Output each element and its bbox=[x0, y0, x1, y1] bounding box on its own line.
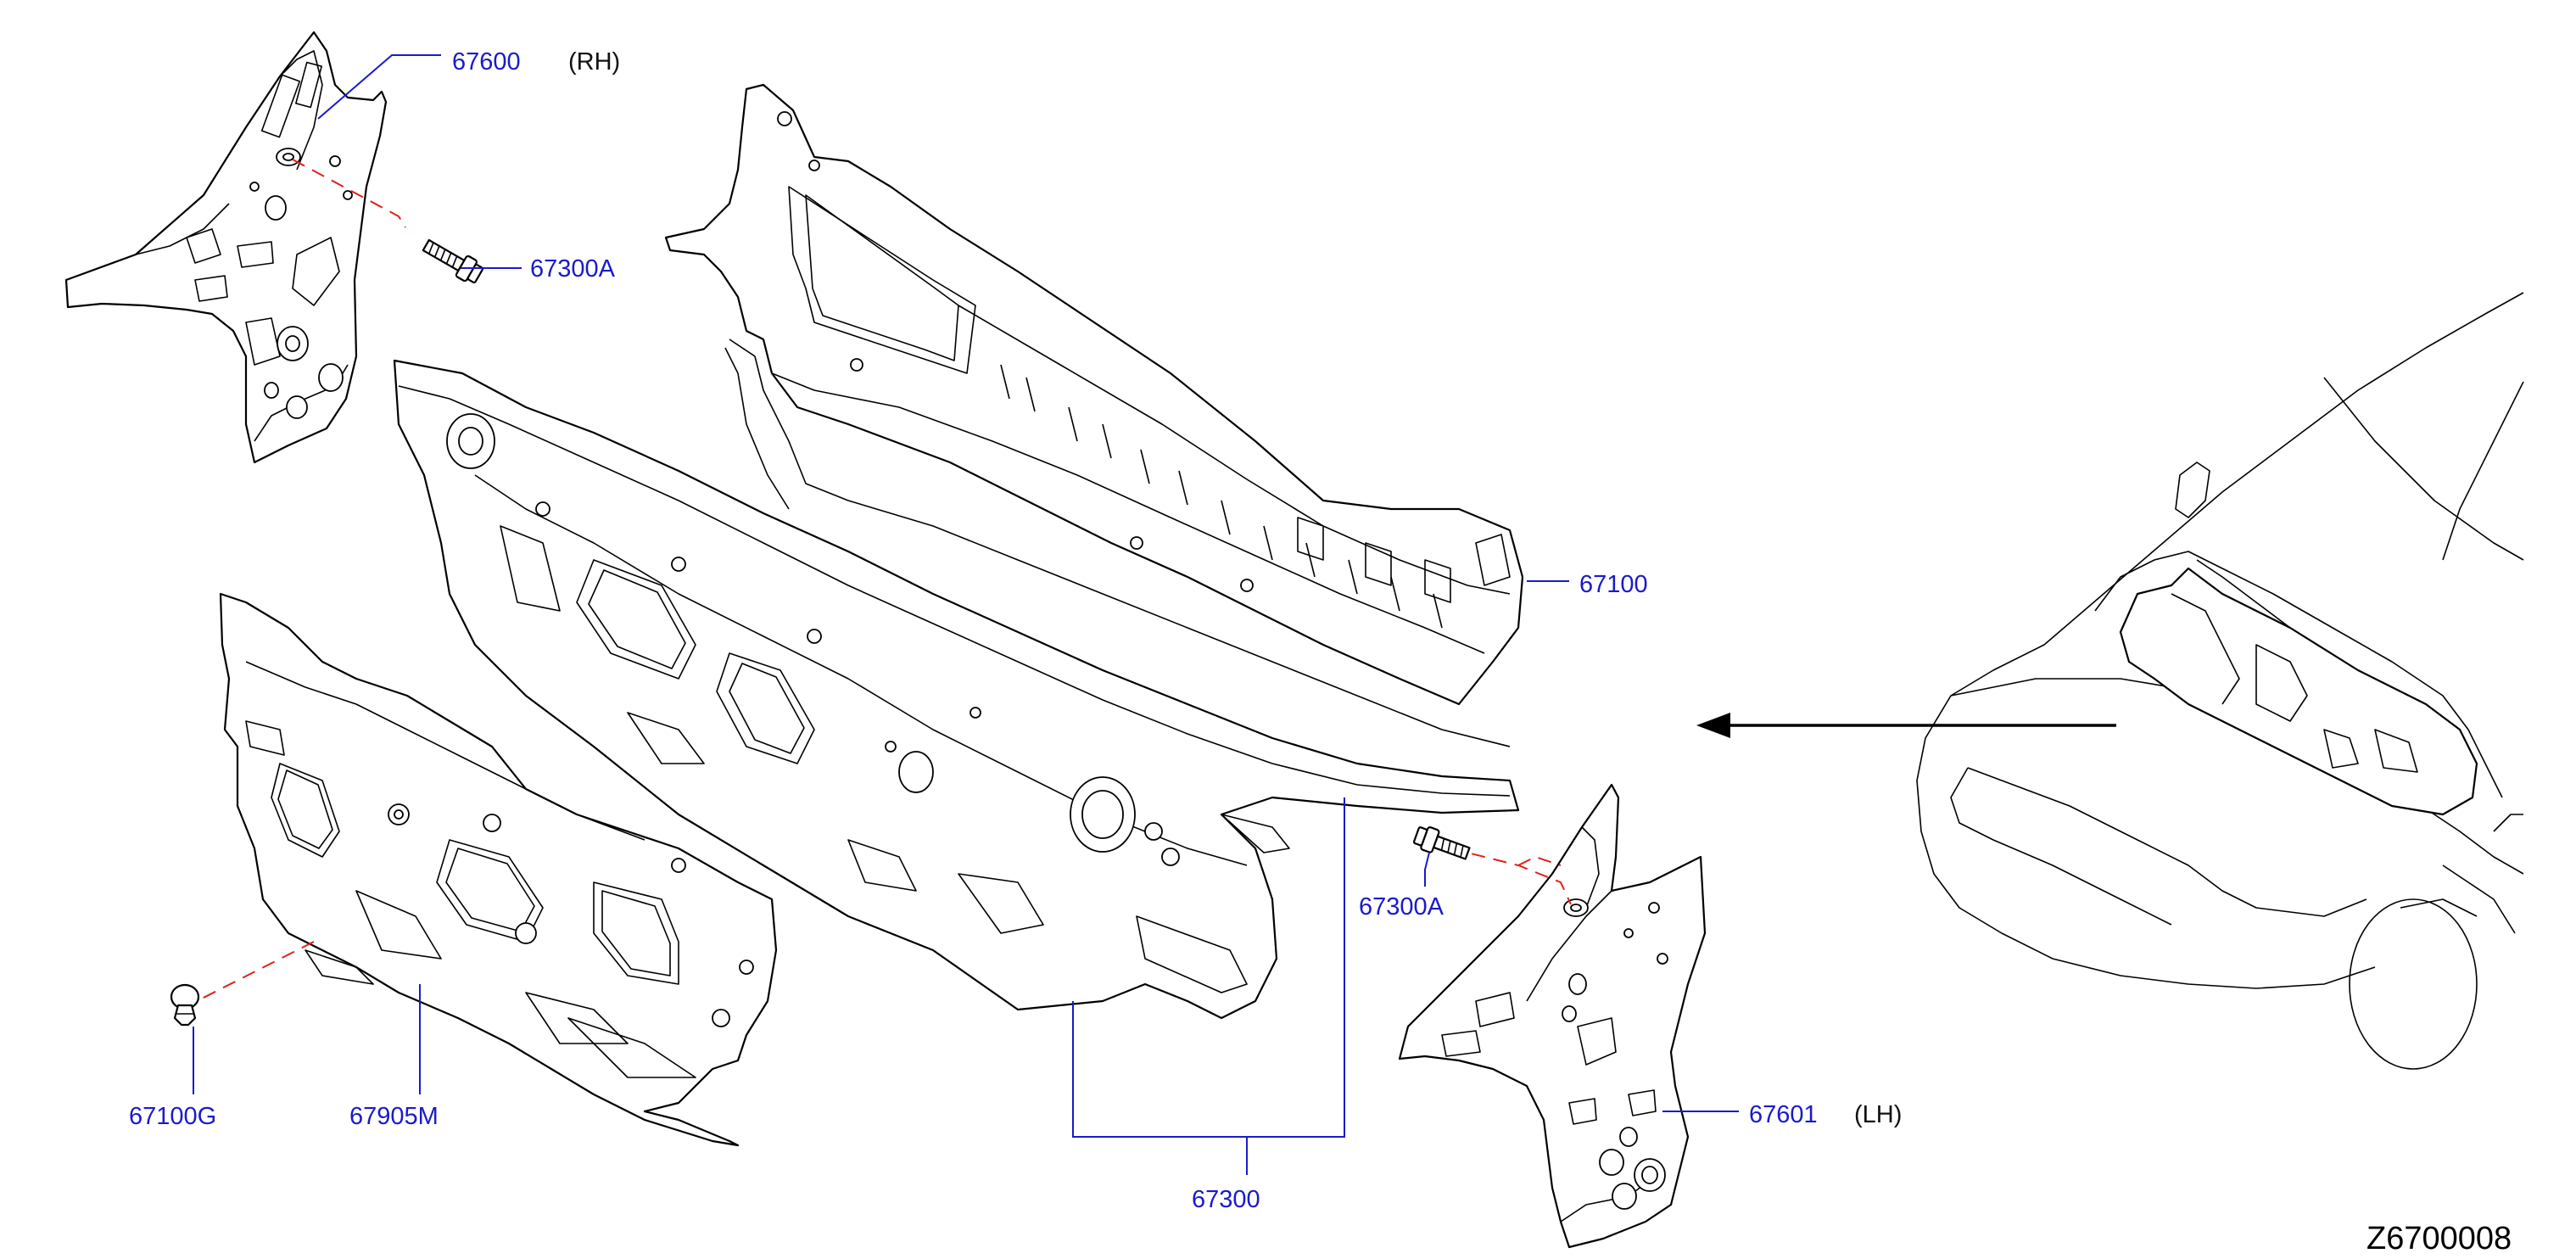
callout-67600-side: (RH) bbox=[568, 48, 620, 76]
location-arrow bbox=[1696, 713, 2116, 738]
lh-bolt-callout bbox=[1412, 826, 1572, 905]
dash-insulator bbox=[219, 592, 778, 1147]
bolt-icon bbox=[422, 238, 484, 284]
callout-67100: 67100 bbox=[1579, 571, 1648, 598]
dash-panel bbox=[393, 359, 1520, 1020]
callout-67601-side: (LH) bbox=[1854, 1101, 1902, 1128]
callout-67300: 67300 bbox=[1192, 1186, 1260, 1213]
bolt-icon bbox=[1412, 826, 1471, 860]
callout-67601: 67601 bbox=[1749, 1101, 1818, 1128]
rh-side-panel bbox=[64, 31, 388, 464]
clip-67100g bbox=[170, 941, 315, 1027]
callout-67905m: 67905M bbox=[349, 1103, 439, 1130]
callout-67300a-lh: 67300A bbox=[1359, 893, 1444, 920]
diagram-code: Z6700008 bbox=[2366, 1221, 2512, 1256]
callout-67100g: 67100G bbox=[129, 1103, 216, 1130]
callout-67300a-rh: 67300A bbox=[530, 255, 616, 283]
leader-lines bbox=[193, 54, 1739, 1175]
vehicle-location-view bbox=[1916, 292, 2524, 1070]
lh-side-panel bbox=[1398, 783, 1707, 1249]
clip-icon bbox=[170, 983, 200, 1027]
callout-67600: 67600 bbox=[452, 48, 521, 76]
cowl-top-panel bbox=[664, 83, 1524, 747]
